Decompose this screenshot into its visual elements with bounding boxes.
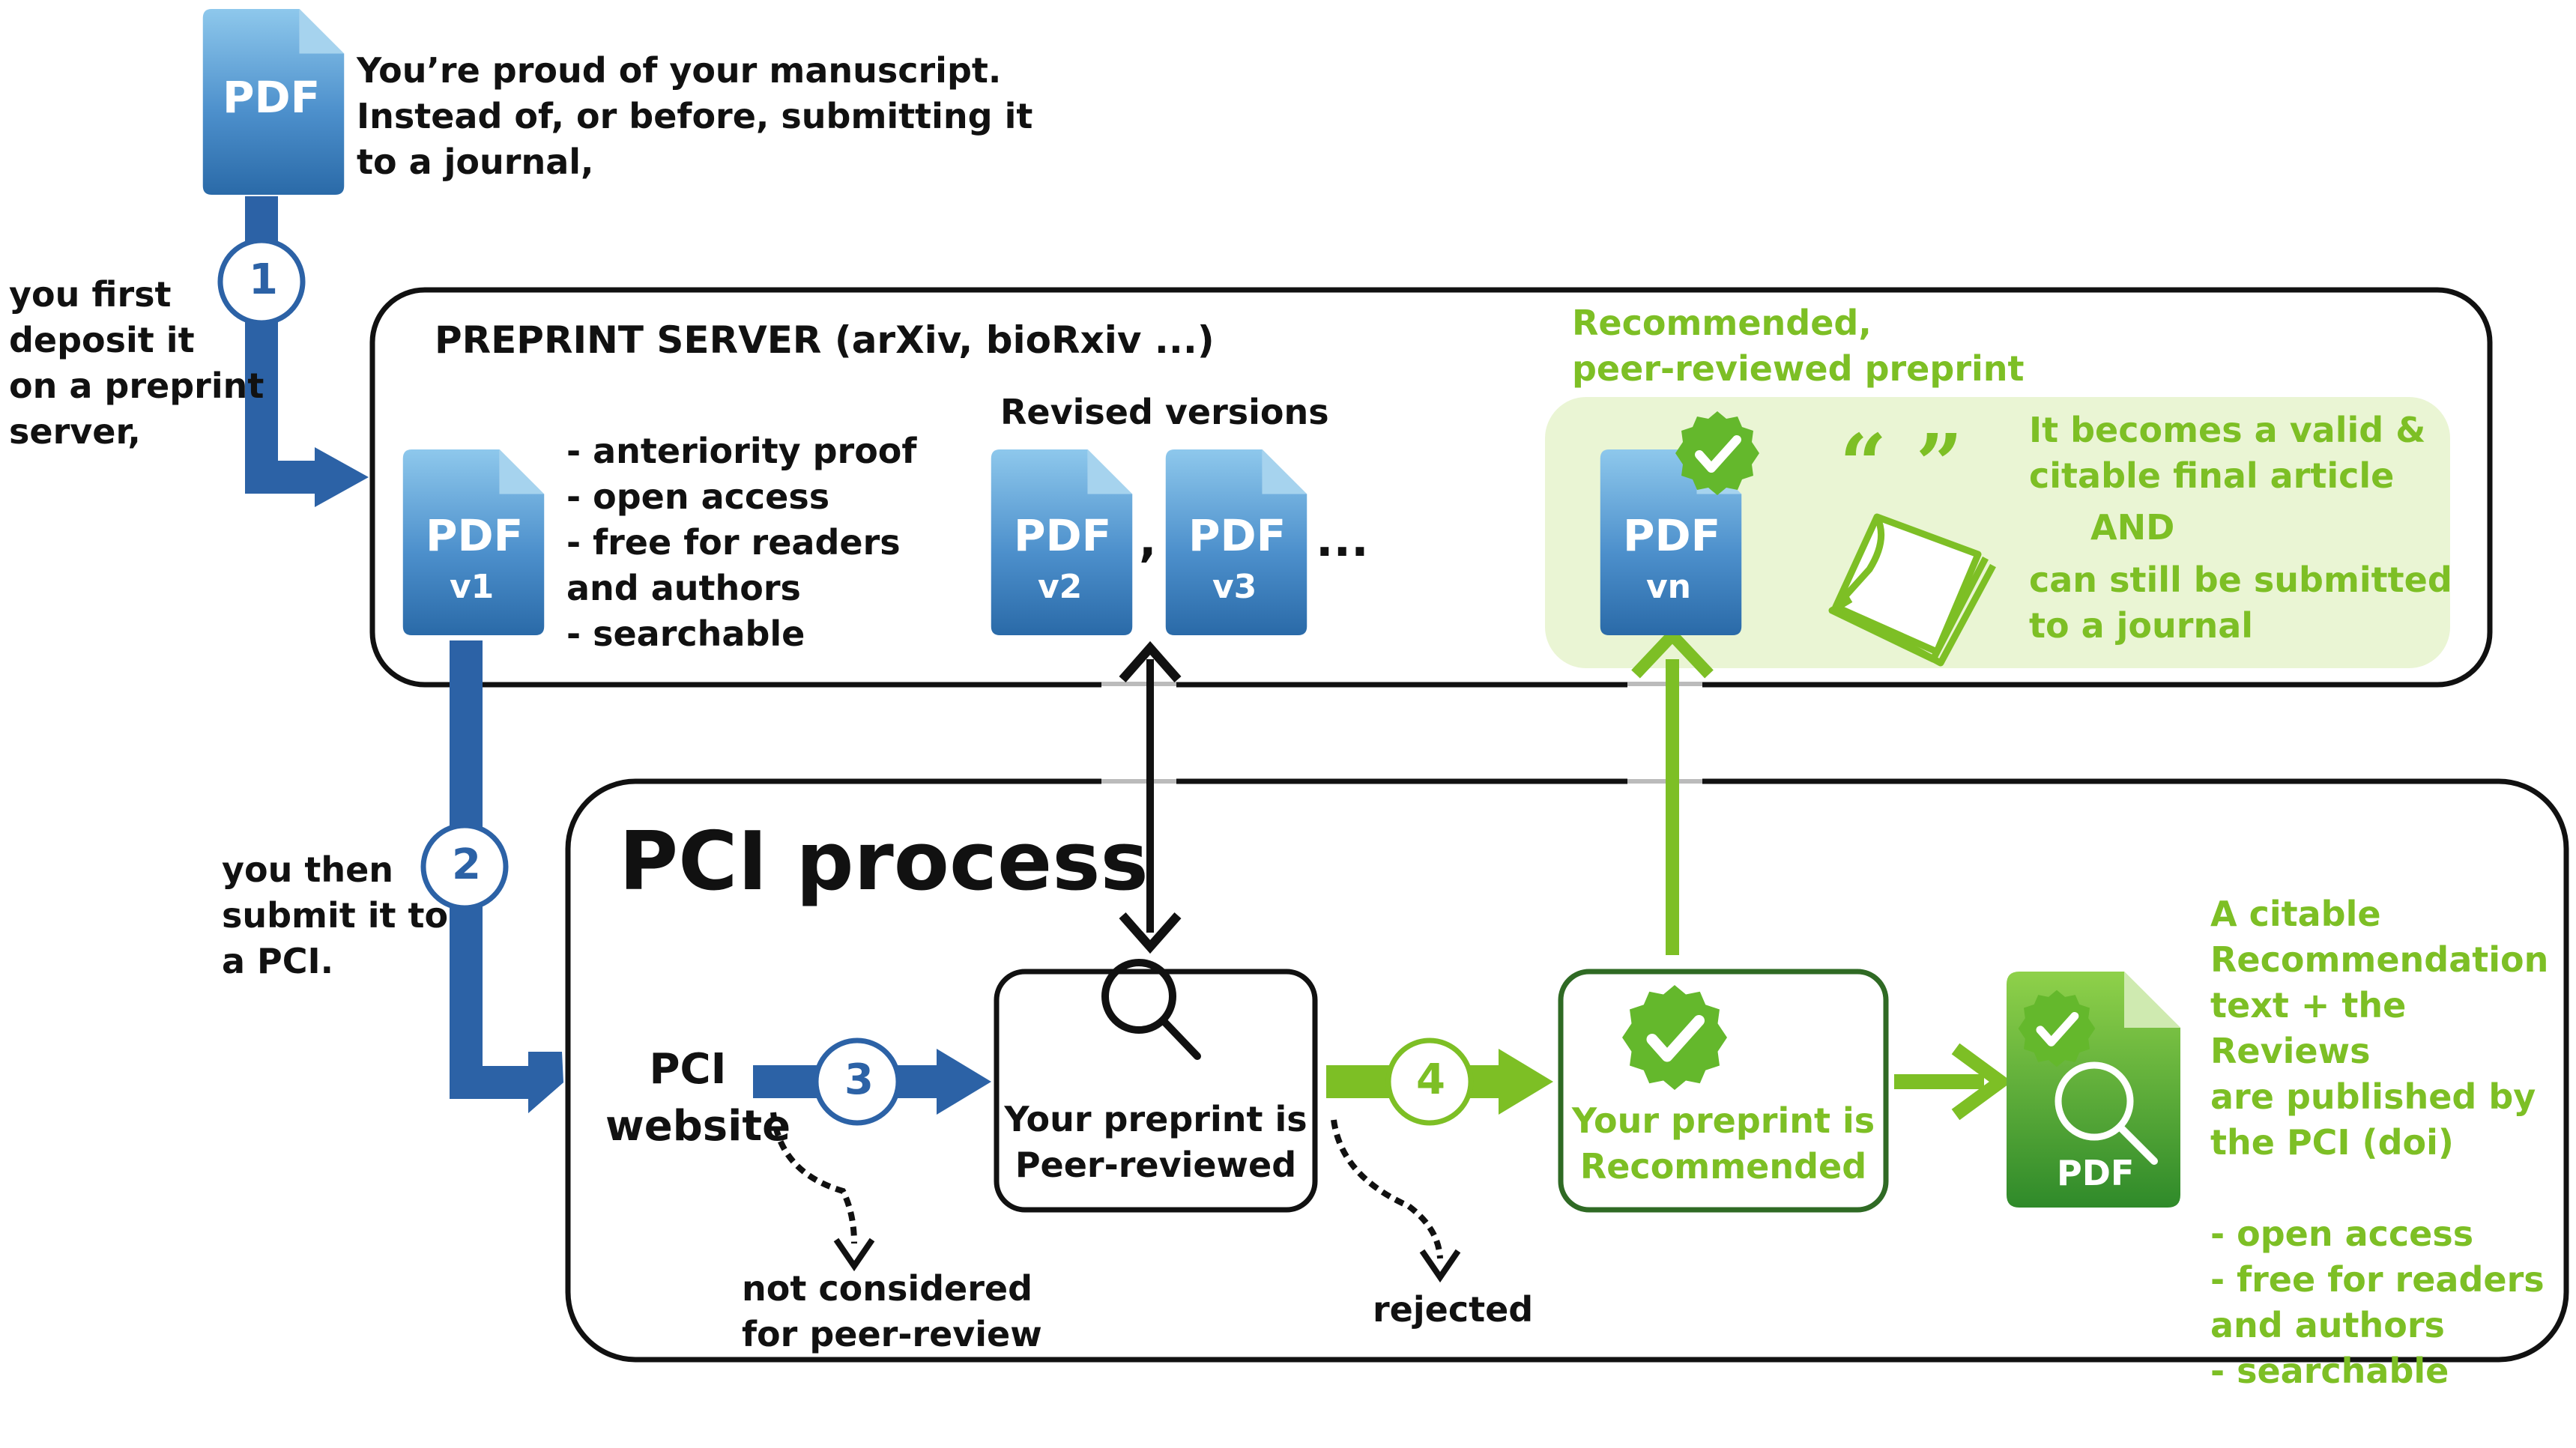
- step-3-number: 3: [844, 1055, 874, 1104]
- peer-reviewed-box: [994, 969, 1318, 1213]
- preprint-server-box: [369, 287, 2493, 688]
- step-2-number: 2: [452, 840, 481, 889]
- preprint-server-title: PREPRINT SERVER (arXiv, bioRxiv ...): [435, 318, 1215, 362]
- pci-process-title: PCI process: [619, 815, 1149, 909]
- published-text: A citable Recommendation text + the Revi…: [2210, 894, 2549, 1391]
- versions-comma: ,: [1139, 512, 1157, 567]
- v3-pdf-label: PDF: [1188, 510, 1287, 561]
- recommended-area: [1545, 397, 2450, 668]
- intro-text: You’re proud of your manuscript. Instead…: [357, 50, 1033, 182]
- vn-version-label: vn: [1646, 568, 1692, 606]
- peer-reviewed-label: Your preprint is Peer-reviewed: [1004, 1099, 1307, 1185]
- step-1-text: you first deposit it on a preprint serve…: [9, 274, 264, 452]
- versions-ellipsis: ...: [1316, 512, 1369, 567]
- step-4-number: 4: [1416, 1055, 1445, 1104]
- step-2-text: you then submit it to a PCI.: [222, 849, 449, 981]
- v3-version-label: v3: [1212, 568, 1257, 606]
- revised-versions-title: Revised versions: [1000, 392, 1329, 432]
- magnifier-icon: [1101, 959, 1176, 1034]
- final-and-text: AND: [2090, 507, 2175, 548]
- quote-marks-icon: “ ”: [1839, 416, 1963, 512]
- vn-pdf-label: PDF: [1623, 510, 1721, 561]
- journal-submission-text: can still be submitted to a journal: [2029, 560, 2452, 646]
- final-article-text: It becomes a valid & citable final artic…: [2029, 410, 2426, 496]
- v1-version-label: v1: [450, 568, 495, 606]
- recommended-label: Your preprint is Recommended: [1571, 1100, 1875, 1187]
- v2-version-label: v2: [1038, 568, 1083, 606]
- v2-pdf-label: PDF: [1014, 510, 1112, 561]
- v1-pdf-label: PDF: [426, 510, 524, 561]
- step-1-number: 1: [249, 255, 278, 304]
- rejected-label: rejected: [1373, 1289, 1534, 1330]
- not-considered-label: not considered for peer-review: [742, 1268, 1042, 1354]
- stacked-pages-icon: [1828, 513, 1996, 667]
- pci-process-box: [565, 778, 2569, 1363]
- published-pdf-label: PDF: [2057, 1153, 2135, 1193]
- preprint-benefits: - anteriority proof - open access - free…: [566, 431, 917, 654]
- recommended-preprint-title: Recommended, peer-reviewed preprint: [1572, 303, 2025, 389]
- pci-website-label: PCI website: [605, 1045, 791, 1151]
- intro-pdf-label: PDF: [223, 72, 321, 123]
